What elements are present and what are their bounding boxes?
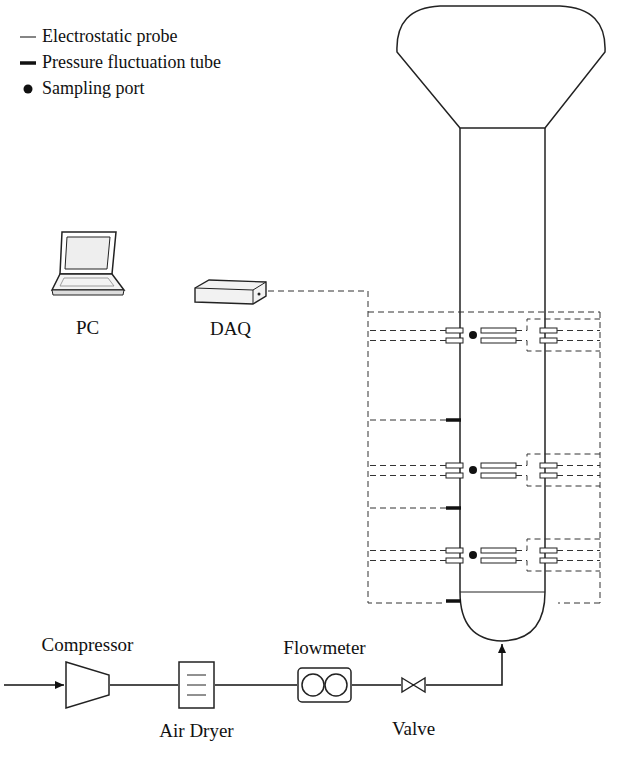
air-dryer-symbol: Air Dryer [178,661,215,709]
air-dryer-symbol-outline [178,661,215,709]
node-label: Air Dryer [159,721,233,742]
flowmeter-symbol: Flowmeter [297,667,352,703]
node-label: DAQ [210,319,251,340]
daq-unit: DAQ [193,278,268,306]
valve-symbol: Valve [401,677,426,693]
legend-text: Electrostatic probe [42,27,177,47]
daq-unit-outline [193,278,268,306]
valve-symbol-outline [401,677,426,693]
legend-text: Pressure fluctuation tube [42,53,221,73]
legend-text: Sampling port [42,79,145,99]
computer-icon-outline [50,228,125,300]
node-label: Compressor [42,635,134,656]
node-label: PC [76,318,99,339]
computer-icon: PC [50,228,125,300]
pipe-line [352,684,401,686]
node-label: Flowmeter [283,638,365,659]
pipe-line [215,684,297,686]
flowmeter-symbol-outline [297,667,352,703]
node-label: Valve [392,719,435,740]
compressor-symbol-outline [65,660,110,710]
pipe-line [110,684,178,686]
compressor-symbol: Compressor [65,660,110,710]
